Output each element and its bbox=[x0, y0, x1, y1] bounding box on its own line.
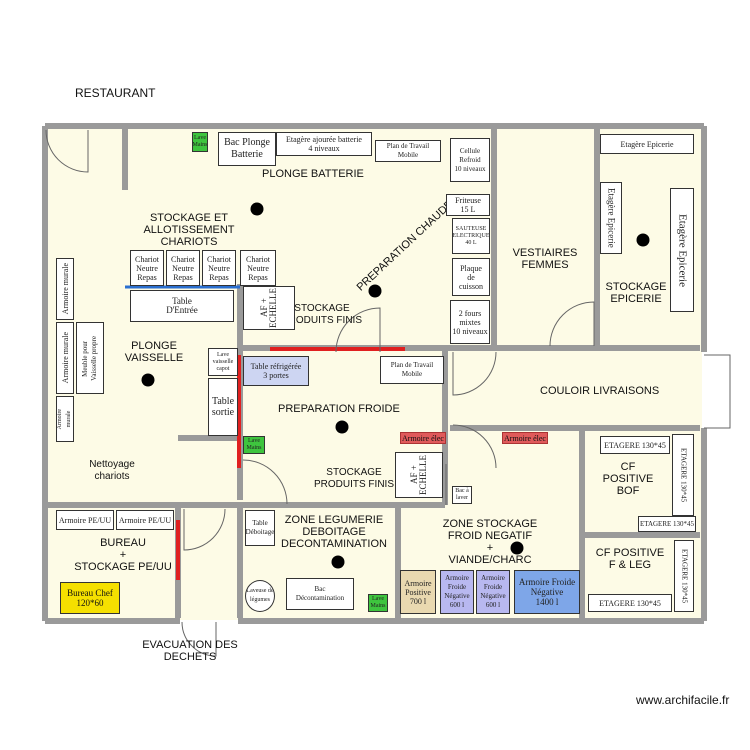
room-markers bbox=[141, 202, 650, 569]
plan-travail-1: Plan de Travail Mobile bbox=[375, 140, 441, 162]
lave-mains-1: Lave Mains bbox=[192, 132, 208, 152]
room-label-legumerie: ZONE LEGUMERIE DEBOITAGE DECONTAMINATION bbox=[281, 514, 387, 550]
etagere-epicerie-left: Etagère Epicerie bbox=[600, 182, 622, 254]
table-entree: Table D'Entrée bbox=[130, 290, 234, 322]
etagere-fleg-side: ETAGERE 130*45 bbox=[674, 540, 694, 612]
bac-plonge: Bac Plonge Batterie bbox=[218, 132, 276, 166]
room-label-stockage-pf-2: STOCKAGE PRODUITS FINIS bbox=[313, 467, 394, 490]
armoire-neg-2: Armoire Froide Négative 600 l bbox=[476, 570, 510, 614]
room-label-plonge-batterie: PLONGE BATTERIE bbox=[262, 168, 364, 180]
chariot-4: Chariot Neutre Repas bbox=[240, 250, 276, 286]
bac-small: Bac à laver bbox=[452, 486, 472, 504]
armoire-murale-2: Armoire murale bbox=[56, 322, 74, 394]
friteuse: Friteuse 15 L bbox=[446, 194, 490, 216]
etagere-bof-side: ETAGERE 130*45 bbox=[672, 434, 694, 516]
room-label-evacuation: EVACUATION DES DECHETS bbox=[142, 639, 238, 663]
laveuse: Laveuse de légumes bbox=[245, 580, 275, 612]
armoire-positive: Armoire Positive 700 l bbox=[400, 570, 436, 614]
armoire-neg-large: Armoire Froide Négative 1400 l bbox=[514, 570, 580, 614]
bureau-chef: Bureau Chef 120*60 bbox=[60, 582, 120, 614]
room-label-vestiaires: VESTIAIRES FEMMES bbox=[512, 247, 578, 271]
room-label-cf-bof: CF POSITIVE BOF bbox=[602, 461, 654, 497]
etagere-bof-top: ETAGERE 130*45 bbox=[600, 436, 670, 454]
bac-decontamination: Bac Décontamination bbox=[286, 578, 354, 610]
room-label-plonge-vaisselle: PLONGE VAISSELLE bbox=[124, 340, 184, 364]
armoire-elec-2: Armoire élec bbox=[502, 432, 548, 444]
etagere-epicerie-top: Etagère Epicerie bbox=[600, 134, 694, 154]
table-refrigeree: Table réfrigérée 3 portes bbox=[243, 356, 309, 386]
armoire-elec-1: Armoire élec bbox=[400, 432, 446, 444]
etagere-epicerie-right: Etagère Epicerie bbox=[670, 188, 694, 312]
table-deboitage: Table Déboitage bbox=[245, 510, 275, 546]
etagere-bof-bottom: ETAGERE 130*45 bbox=[638, 516, 696, 532]
armoire-pe-1: Armoire PE/UU bbox=[56, 510, 114, 530]
cellule: Cellule Refroid 10 niveaux bbox=[450, 138, 490, 182]
etagere-fleg-bottom: ETAGERE 130*45 bbox=[588, 594, 672, 612]
plan-title: RESTAURANT bbox=[75, 86, 156, 100]
lave-mains-2: Lave Mains bbox=[243, 436, 265, 454]
room-label-stockage-pf-1: STOCKAGE PRODUITS FINIS bbox=[281, 303, 362, 326]
room-label-bureau: BUREAU + STOCKAGE PE/UU bbox=[74, 537, 172, 573]
chariot-2: Chariot Neutre Repas bbox=[166, 250, 200, 286]
lave-mains-3: Lave Mains bbox=[368, 594, 388, 612]
room-label-nettoyage: Nettoyage chariots bbox=[89, 459, 135, 482]
af-echelle-1: AF + ECHELLE bbox=[243, 286, 295, 330]
armoire-murale-1: Armoire murale bbox=[56, 258, 74, 320]
chariot-3: Chariot Neutre Repas bbox=[202, 250, 236, 286]
lave-vaisselle: Lave vaisselle capot bbox=[208, 348, 238, 376]
room-label-stockage-allotissement: STOCKAGE ET ALLOTISSEMENT CHARIOTS bbox=[143, 212, 235, 248]
sauteuse: SAUTEUSE ELECTRIQUE 40 L bbox=[452, 218, 490, 254]
watermark: www.archifacile.fr bbox=[636, 693, 730, 707]
armoire-neg-1: Armoire Froide Négative 600 l bbox=[440, 570, 474, 614]
room-label-couloir: COULOIR LIVRAISONS bbox=[540, 385, 660, 397]
plaque: Plaque de cuisson bbox=[452, 258, 490, 296]
table-sortie: Table sortie bbox=[208, 378, 238, 436]
meuble-vaisselle: Meuble pour Vaisselle propre bbox=[76, 322, 104, 394]
chariot-1: Chariot Neutre Repas bbox=[130, 250, 164, 286]
four: 2 fours mixtes 10 niveaux bbox=[450, 300, 490, 344]
af-echelle-2: AF + ECHELLE bbox=[395, 452, 443, 498]
armoire-small: Armoire murale bbox=[56, 396, 74, 442]
room-label-cf-fleg: CF POSITIVE F & LEG bbox=[595, 547, 665, 571]
room-label-stockage-epicerie: STOCKAGE EPICERIE bbox=[605, 281, 667, 305]
plan-travail-2: Plan de Travail Mobile bbox=[380, 356, 444, 384]
armoire-pe-2: Armoire PE/UU bbox=[116, 510, 174, 530]
door-swings bbox=[45, 129, 731, 657]
room-label-stockage-froid: ZONE STOCKAGE FROID NEGATIF + VIANDE/CHA… bbox=[442, 518, 538, 566]
etagere-ajouree: Etagère ajourée batterie 4 niveaux bbox=[276, 132, 372, 156]
room-label-preparation-froide: PREPARATION FROIDE bbox=[278, 403, 400, 415]
